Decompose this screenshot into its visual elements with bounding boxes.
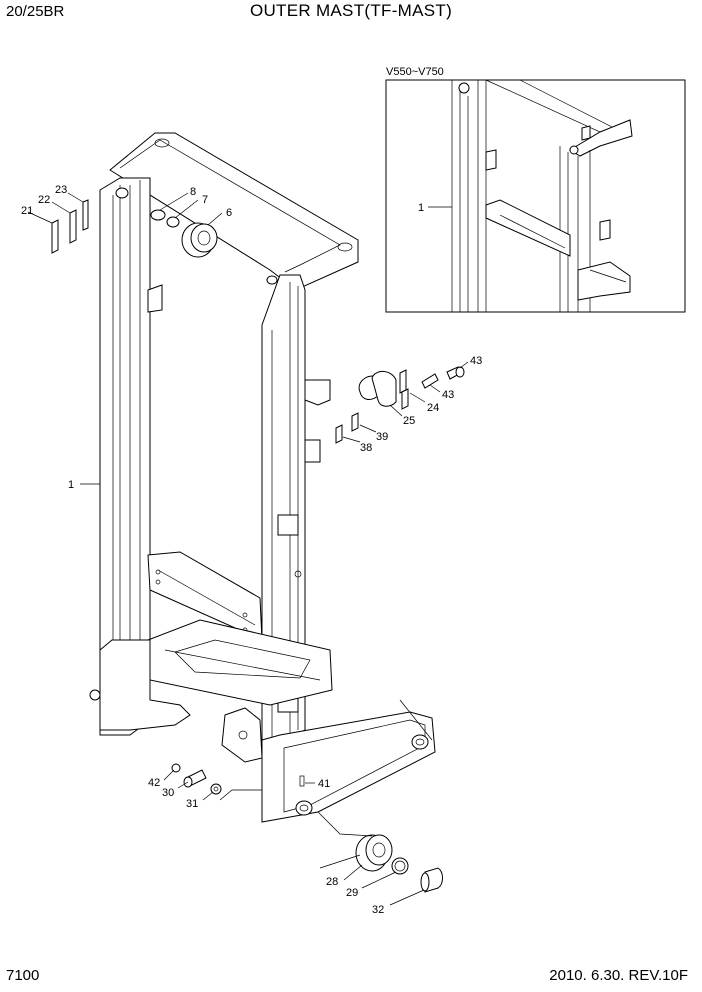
callout-39: 39 — [376, 431, 388, 443]
callout-28: 28 — [326, 876, 338, 888]
callout-43-upper: 43 — [470, 355, 482, 367]
callout-43-lower: 43 — [442, 389, 454, 401]
roller-bearing-6 — [181, 222, 218, 258]
roller-bearing-28 — [355, 834, 393, 872]
callout-21: 21 — [21, 205, 33, 217]
seal-ring-29 — [391, 857, 409, 875]
callout-23: 23 — [55, 184, 67, 196]
parts-21-23 — [51, 199, 89, 254]
inset-view: V550~V750 1 — [385, 66, 686, 313]
callout-labels: 1 21 22 23 8 7 6 43 43 24 25 39 38 41 42… — [21, 184, 482, 916]
inset-callout-1: 1 — [418, 202, 424, 214]
callout-6: 6 — [226, 207, 232, 219]
page-title: OUTER MAST(TF-MAST) — [249, 1, 453, 20]
leader-lines — [27, 192, 469, 906]
page-number: 7100 — [6, 967, 40, 984]
callout-1: 1 — [68, 479, 74, 491]
callout-29: 29 — [346, 887, 358, 899]
inset-label: V550~V750 — [386, 66, 444, 78]
seal-rings-7-8 — [150, 209, 180, 228]
callout-22: 22 — [38, 194, 50, 206]
model-code: 20/25BR — [6, 3, 65, 20]
callout-38: 38 — [360, 442, 372, 454]
callout-24: 24 — [427, 402, 439, 414]
callout-32: 32 — [372, 904, 384, 916]
callout-25: 25 — [403, 415, 415, 427]
revision-date: 2010. 6.30. REV.10F — [549, 967, 688, 984]
callout-31: 31 — [186, 798, 198, 810]
callout-8: 8 — [190, 186, 196, 198]
cap-32 — [420, 867, 443, 893]
bolt-parts-30-31-42 — [171, 763, 222, 795]
callout-7: 7 — [202, 194, 208, 206]
callout-30: 30 — [162, 787, 174, 799]
pipe-clamp-25 — [358, 371, 397, 407]
plates-24-38-39 — [335, 369, 409, 444]
callout-41: 41 — [318, 778, 330, 790]
outer-mast-frame — [89, 132, 436, 823]
callout-42: 42 — [148, 777, 160, 789]
bolts-43 — [421, 366, 465, 389]
